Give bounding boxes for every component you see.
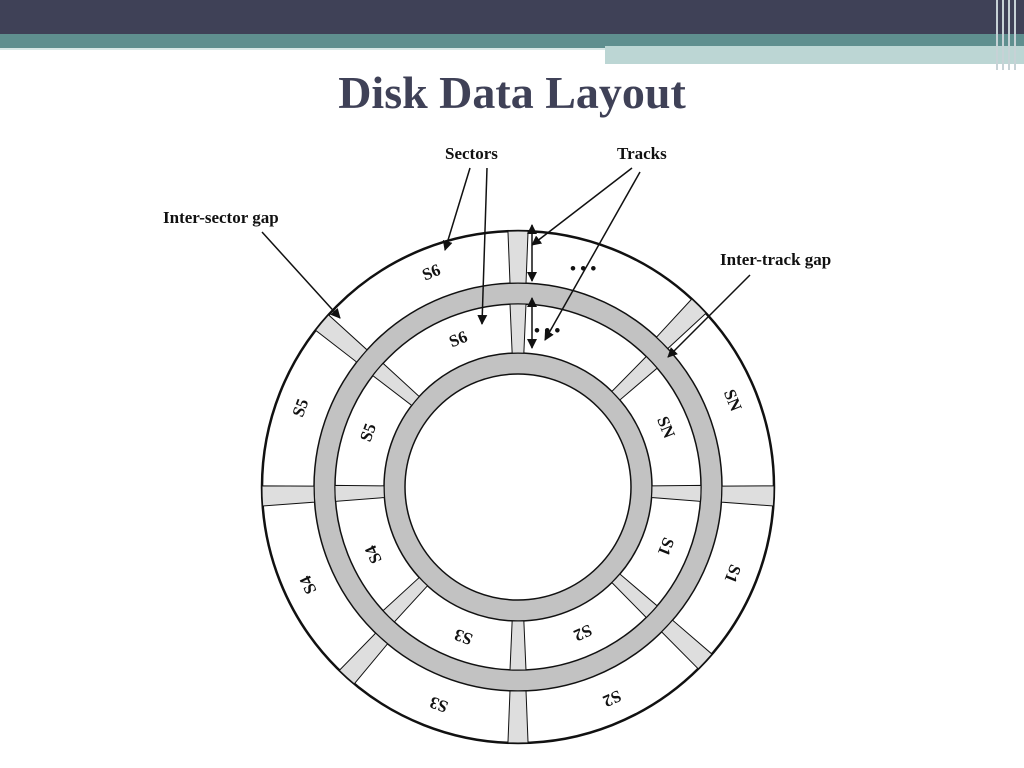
- inter-sector-gap: [720, 485, 775, 507]
- inter-sector-gap: [611, 573, 658, 619]
- label-inter-sector-gap: Inter-sector gap: [163, 208, 279, 227]
- inter-sector-gap: [507, 690, 529, 744]
- inter-sector-gap: [372, 362, 420, 407]
- inter-sector-gap: [334, 484, 385, 502]
- inter-sector-gap-arrow: [261, 231, 341, 319]
- inter-sector-gap: [507, 230, 529, 284]
- inner-sector-label: S3: [452, 625, 475, 649]
- label-inter-track-gap: Inter-track gap: [720, 250, 831, 269]
- inner-sector-label: S1: [654, 535, 678, 559]
- inter-sector-gap: [261, 485, 316, 507]
- corner-stripe: [1002, 0, 1004, 70]
- accent-band-light: [605, 46, 1024, 64]
- corner-stripe: [996, 0, 998, 70]
- sectors-arrow-inner: [477, 167, 488, 325]
- corner-stripe: [1014, 0, 1016, 70]
- outer-sector-label: S1: [721, 562, 745, 586]
- label-sectors: Sectors: [445, 144, 498, 163]
- inter-sector-gap: [611, 355, 658, 401]
- tracks-arrow-outer: [531, 167, 633, 246]
- outer-sector-label: S5: [288, 396, 312, 419]
- inter-sector-gaps: [261, 230, 775, 744]
- tracks-arrow-inner: [544, 171, 641, 341]
- slide-title: Disk Data Layout: [338, 67, 686, 118]
- inter-sector-gap: [382, 576, 429, 623]
- inter-sector-gap: [509, 620, 527, 671]
- inter-track-gap-arrow: [667, 274, 751, 358]
- sectors-arrow-outer: [442, 167, 471, 251]
- label-tracks: Tracks: [617, 144, 667, 163]
- inter-sector-gap: [509, 303, 527, 354]
- outer-sector-label: S3: [427, 693, 450, 717]
- inner-sector-label: S5: [356, 421, 380, 444]
- spindle-hole: [404, 373, 632, 601]
- outer-sector-label: S6: [419, 260, 443, 284]
- inter-sector-gap: [651, 484, 702, 502]
- header-bar: [0, 0, 1024, 34]
- ellipsis-outer: • • •: [570, 259, 596, 278]
- accent-line: [0, 48, 605, 50]
- inter-sector-gap: [314, 314, 368, 363]
- inner-sector-label: S6: [446, 327, 470, 351]
- corner-stripe: [1008, 0, 1010, 70]
- inter-sector-gap: [660, 619, 713, 670]
- inter-sector-gap: [338, 632, 389, 685]
- inter-sector-gap: [655, 298, 707, 350]
